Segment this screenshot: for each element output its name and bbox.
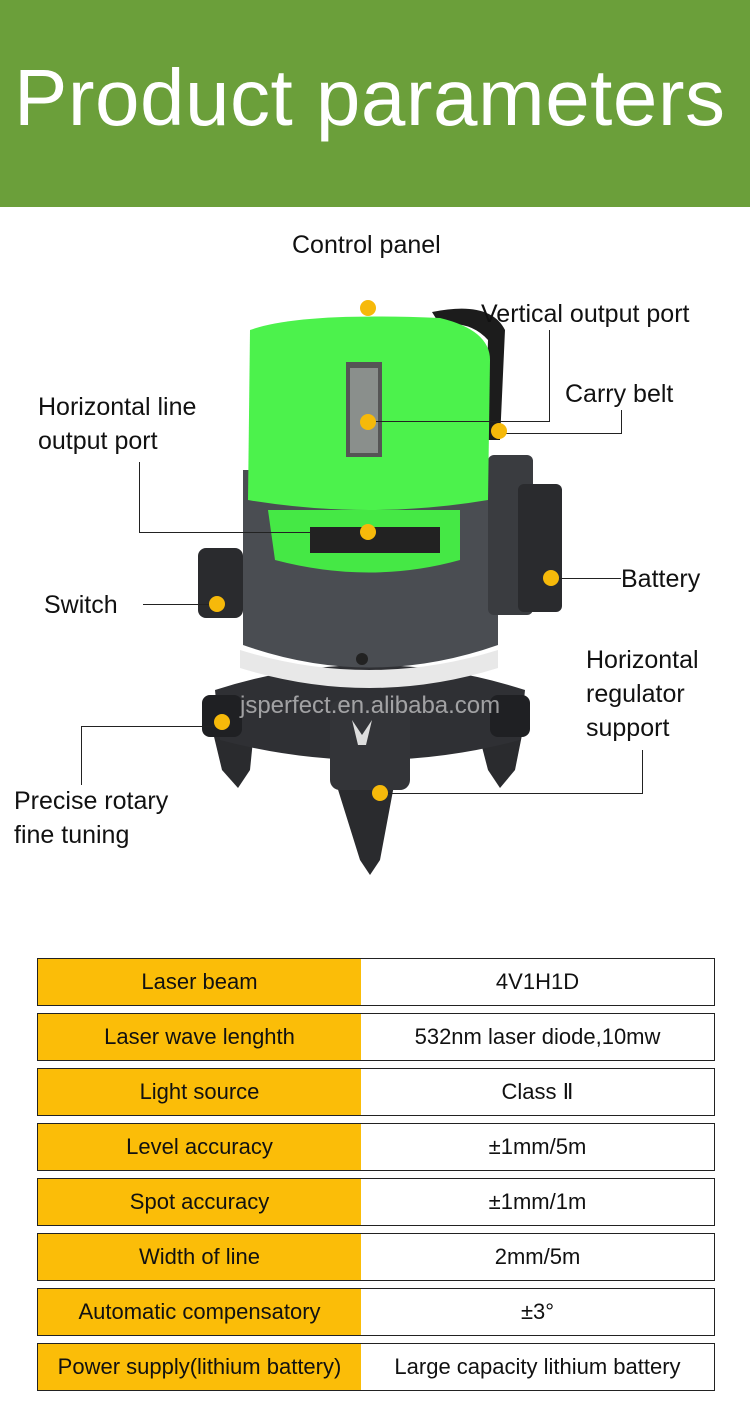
label-vertical-output-port: Vertical output port	[481, 300, 690, 328]
leader-line	[500, 433, 622, 434]
label-line: Horizontal line	[38, 393, 197, 421]
callout-dot	[209, 596, 225, 612]
label-line: regulator	[586, 680, 685, 708]
spec-value: 532nm laser diode,10mw	[361, 1014, 714, 1060]
spec-value: Large capacity lithium battery	[361, 1344, 714, 1390]
spec-key: Spot accuracy	[38, 1179, 361, 1225]
spec-value: 4V1H1D	[361, 959, 714, 1005]
label-horizontal-line-output-port: Horizontal line output port	[38, 390, 196, 458]
leader-line	[81, 726, 82, 785]
label-line: output port	[38, 427, 158, 455]
callout-dot	[543, 570, 559, 586]
table-row: Level accuracy±1mm/5m	[37, 1123, 715, 1171]
label-line: Horizontal	[586, 646, 699, 674]
label-switch: Switch	[44, 591, 118, 619]
watermark: jsperfect.en.alibaba.com	[240, 692, 501, 719]
label-line: support	[586, 714, 670, 742]
table-row: Power supply(lithium battery)Large capac…	[37, 1343, 715, 1391]
callout-dot	[360, 524, 376, 540]
label-horizontal-regulator-support: Horizontal regulator support	[586, 643, 699, 745]
leader-line	[81, 726, 222, 727]
table-row: Automatic compensatory±3°	[37, 1288, 715, 1336]
callout-dot	[360, 414, 376, 430]
label-line: Precise rotary	[14, 787, 169, 815]
callout-dot	[372, 785, 388, 801]
label-control-panel: Control panel	[292, 231, 441, 259]
leader-line	[380, 793, 643, 794]
leader-line	[642, 750, 643, 794]
spec-key: Width of line	[38, 1234, 361, 1280]
spec-key: Level accuracy	[38, 1124, 361, 1170]
label-battery: Battery	[621, 565, 701, 593]
spec-value: Class Ⅱ	[361, 1069, 714, 1115]
header-banner: Product parameters	[0, 0, 750, 207]
leader-line	[368, 421, 550, 422]
page-title: Product parameters	[14, 53, 726, 142]
callout-dot	[214, 714, 230, 730]
leader-line	[139, 532, 368, 533]
spec-key: Automatic compensatory	[38, 1289, 361, 1335]
product-diagram: jsperfect.en.alibaba.com Control panel V…	[14, 231, 701, 852]
leader-line	[139, 462, 140, 532]
spec-key: Laser beam	[38, 959, 361, 1005]
table-row: Spot accuracy±1mm/1m	[37, 1178, 715, 1226]
label-carry-belt: Carry belt	[565, 380, 674, 408]
leader-line	[621, 410, 622, 433]
callout-dot	[491, 423, 507, 439]
spec-key: Power supply(lithium battery)	[38, 1344, 361, 1390]
leader-line	[143, 604, 217, 605]
spec-key: Light source	[38, 1069, 361, 1115]
leader-line	[549, 330, 550, 422]
spec-value: 2mm/5m	[361, 1234, 714, 1280]
label-line: fine tuning	[14, 821, 130, 849]
spec-value: ±3°	[361, 1289, 714, 1335]
spec-value: ±1mm/1m	[361, 1179, 714, 1225]
label-precise-rotary-fine-tuning: Precise rotary fine tuning	[14, 784, 168, 852]
spec-key: Laser wave lenghth	[38, 1014, 361, 1060]
callout-dot	[360, 300, 376, 316]
spec-value: ±1mm/5m	[361, 1124, 714, 1170]
leader-line	[551, 578, 621, 579]
